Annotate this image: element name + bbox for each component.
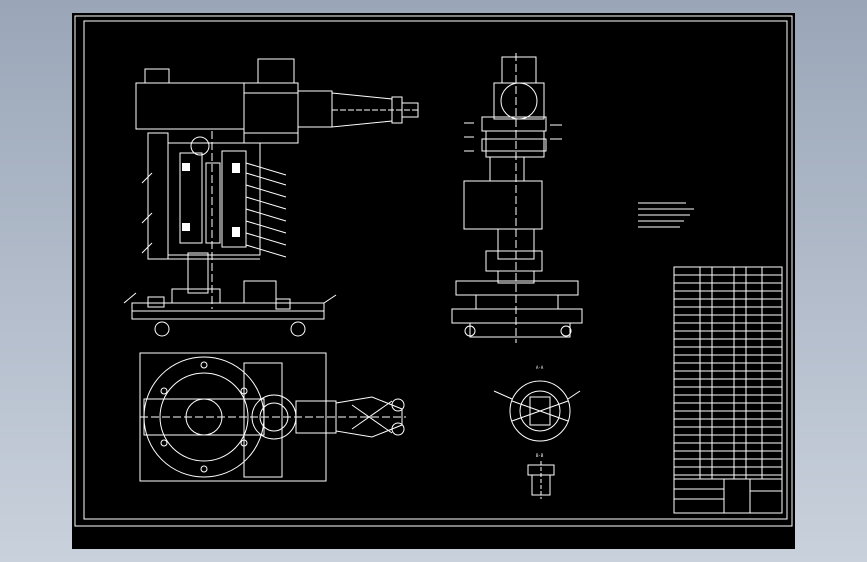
parts-list — [673, 266, 783, 480]
cad-drawing: A-A B-B — [74, 15, 793, 527]
section-b-b: B-B — [527, 453, 555, 499]
technical-notes — [638, 202, 694, 228]
section-label-a: A-A — [536, 365, 544, 370]
side-view — [451, 53, 583, 343]
section-label-b: B-B — [536, 453, 544, 458]
section-a-a: A-A — [493, 365, 581, 442]
drawing-sheet: A-A B-B — [72, 13, 795, 549]
title-block — [673, 478, 783, 514]
front-view — [123, 58, 419, 337]
inner-frame — [83, 20, 788, 520]
top-view — [139, 352, 406, 482]
outer-border — [74, 15, 793, 527]
